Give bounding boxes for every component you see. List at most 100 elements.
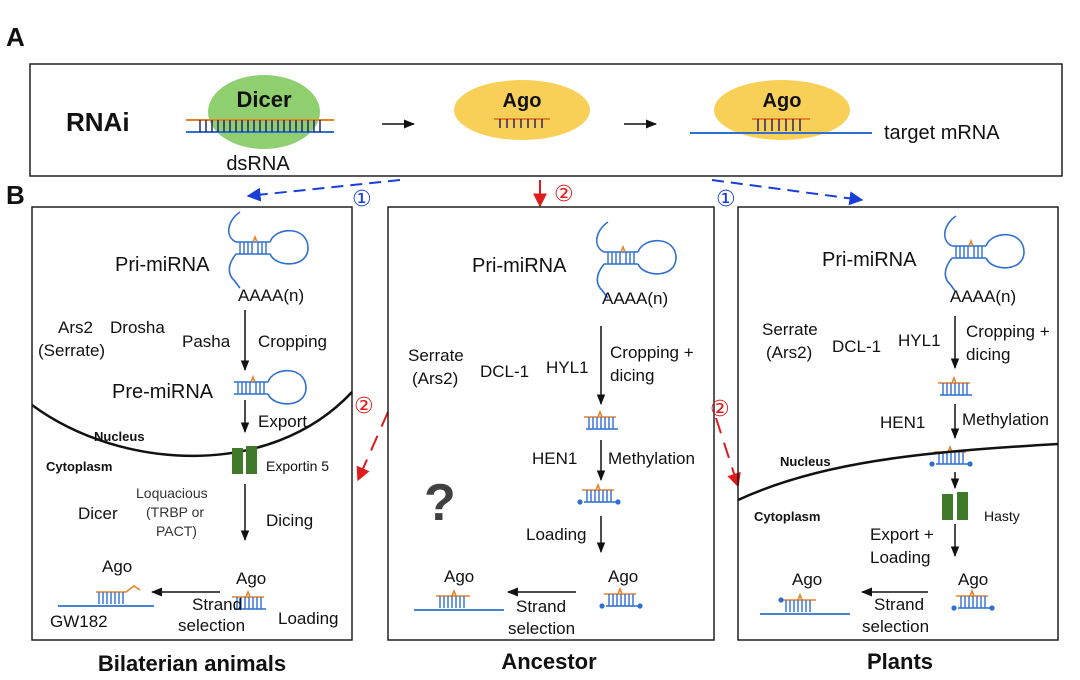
- plants-nucleus: Nucleus: [780, 454, 831, 469]
- plants-duplex-icon: [937, 377, 973, 396]
- plants-hasty-icon: [942, 492, 968, 520]
- plants-ago-right: Ago: [958, 570, 988, 589]
- plants-pri-label: Pri-miRNA: [822, 249, 917, 271]
- plants-polya: AAAA(n): [950, 287, 1016, 306]
- arrow-2-plants: [715, 417, 741, 488]
- animals-dicing: Dicing: [266, 511, 313, 530]
- ago-ellipse-1: [454, 80, 590, 140]
- plants-pri-mirna-icon: [943, 215, 1025, 293]
- dsrna-duplex: [186, 119, 334, 133]
- ancestor-hen1: HEN1: [532, 449, 577, 468]
- plants-strand1: Strand: [874, 595, 924, 614]
- plants-ars2: (Ars2): [766, 343, 812, 362]
- animals-nucleus: Nucleus: [94, 429, 145, 444]
- ancestor-dcl1: DCL-1: [480, 362, 529, 381]
- ancestor-pri-label: Pri-miRNA: [472, 255, 567, 277]
- ancestor-pri-mirna-icon: [595, 221, 677, 299]
- plants-methylation: Methylation: [962, 410, 1049, 429]
- plants-strand2: selection: [862, 617, 929, 636]
- ancestor-ago-right: Ago: [608, 567, 638, 586]
- ago-label-2: Ago: [763, 90, 802, 112]
- marker-1-left: ①: [352, 186, 372, 211]
- animals-ars2: Ars2: [58, 318, 93, 337]
- animals-drosha: Drosha: [110, 318, 165, 337]
- animals-cytoplasm: Cytoplasm: [46, 459, 112, 474]
- marker-1-right: ①: [716, 186, 736, 211]
- animals-loq1: Loquacious: [136, 485, 208, 501]
- ancestor-loading: Loading: [526, 525, 587, 544]
- ancestor-strand1: Strand: [516, 597, 566, 616]
- plants-serrate: Serrate: [762, 320, 818, 339]
- animals-pri-label: Pri-miRNA: [115, 254, 210, 276]
- rnai-title: RNAi: [66, 107, 130, 137]
- ago-ellipse-2: [714, 80, 850, 140]
- animals-strand1: Strand: [192, 595, 242, 614]
- target-mrna-label: target mRNA: [884, 122, 1000, 144]
- animals-ago-right: Ago: [236, 569, 266, 588]
- ago-guide-strand-1: [494, 118, 550, 128]
- plants-nuclear-membrane: [737, 442, 1059, 502]
- animals-cropping: Cropping: [258, 332, 327, 351]
- arrow-2-animals: [356, 411, 389, 482]
- ancestor-polya: AAAA(n): [602, 289, 668, 308]
- arrow-1-to-animals: [246, 179, 401, 202]
- ancestor-question: ?: [424, 474, 456, 532]
- animals-pasha: Pasha: [182, 332, 231, 351]
- ancestor-serrate: Serrate: [408, 346, 464, 365]
- dicer-label: Dicer: [236, 87, 291, 112]
- plants-box: [737, 206, 1059, 641]
- marker-2-right: ②: [710, 396, 730, 421]
- plants-cytoplasm: Cytoplasm: [754, 509, 820, 524]
- animals-exportin: Exportin 5: [266, 458, 329, 474]
- animals-loading: Loading: [278, 609, 339, 628]
- arrow-1-to-plants: [711, 179, 864, 206]
- ancestor-crop2: dicing: [610, 366, 654, 385]
- animals-serrate: (Serrate): [38, 341, 105, 360]
- ancestor-ars2: (Ars2): [412, 369, 458, 388]
- plants-dcl1: DCL-1: [832, 337, 881, 356]
- ago-label-1: Ago: [503, 90, 542, 112]
- animals-export: Export: [258, 412, 307, 431]
- ancestor-ago-left: Ago: [444, 567, 474, 586]
- animals-pre-label: Pre-miRNA: [112, 381, 214, 403]
- animals-title: Bilaterian animals: [98, 651, 286, 676]
- plants-export1: Export +: [870, 525, 934, 544]
- animals-exportin-icon: [232, 446, 257, 474]
- panel-label-b: B: [6, 180, 25, 210]
- panel-label-a: A: [6, 22, 25, 52]
- animals-pri-mirna-icon: [227, 211, 309, 289]
- plants-hen1: HEN1: [880, 413, 925, 432]
- animals-dicer: Dicer: [78, 504, 118, 523]
- marker-2-left: ②: [354, 393, 374, 418]
- ancestor-strand2: selection: [508, 619, 575, 638]
- plants-hyl1: HYL1: [898, 331, 941, 350]
- animals-strand2: selection: [178, 616, 245, 635]
- animals-pre-mirna-icon: [233, 369, 307, 405]
- ancestor-loaded-icon: [413, 590, 505, 611]
- ancestor-crop1: Cropping +: [610, 343, 694, 362]
- animals-ago-left: Ago: [102, 557, 132, 576]
- plants-title: Plants: [867, 649, 933, 674]
- animals-loq2: (TRBP or: [146, 504, 204, 520]
- plants-export2: Loading: [870, 548, 931, 567]
- ancestor-hyl1: HYL1: [546, 358, 589, 377]
- animals-box: [31, 206, 353, 641]
- animals-loaded-icon: [58, 585, 154, 607]
- animals-polya: AAAA(n): [238, 286, 304, 305]
- dsrna-label: dsRNA: [226, 153, 290, 175]
- ancestor-duplex-icon: [583, 411, 619, 430]
- ancestor-box: [387, 206, 715, 641]
- animals-nuclear-membrane: [31, 391, 353, 458]
- ancestor-title: Ancestor: [501, 649, 597, 674]
- plants-loaded-icon: [759, 594, 851, 615]
- plants-crop1: Cropping +: [966, 322, 1050, 341]
- plants-hasty: Hasty: [984, 508, 1020, 524]
- ancestor-methylation: Methylation: [608, 449, 695, 468]
- animals-loq3: PACT): [156, 523, 197, 539]
- plants-mduplex-icon-2: [951, 591, 994, 611]
- ancestor-mduplex-icon: [577, 485, 620, 505]
- plants-ago-left: Ago: [792, 570, 822, 589]
- ancestor-mduplex-icon-2: [599, 589, 642, 609]
- marker-2-top: ②: [554, 181, 574, 206]
